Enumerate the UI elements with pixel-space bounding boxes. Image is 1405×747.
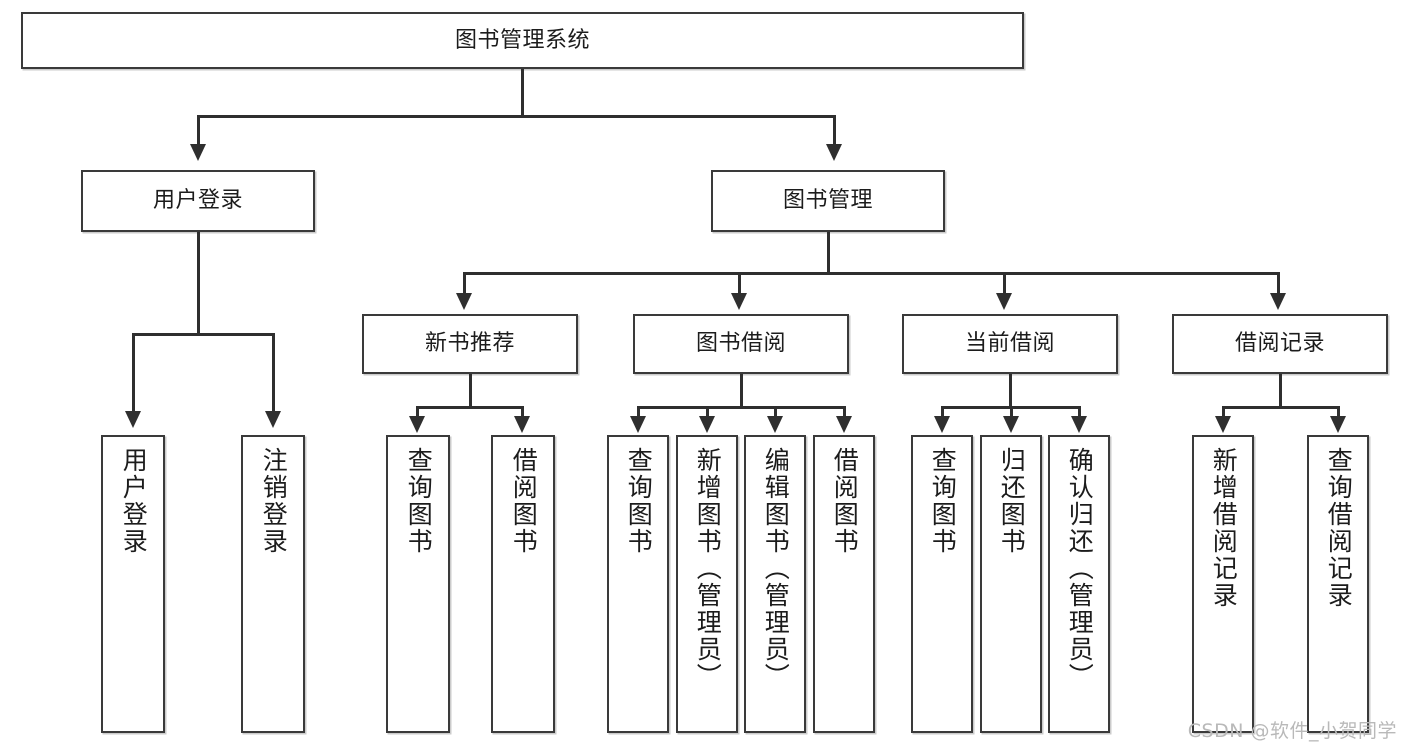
node-book-borrow[interactable]: 图书借阅 — [633, 314, 849, 374]
leaf-current-borrow-query[interactable]: 查询图书 — [911, 435, 973, 733]
connector-book-mgmt-to-new-book — [463, 272, 466, 295]
leaf-new-book-borrow[interactable]: 借阅图书 — [491, 435, 555, 733]
arrow-book-mgmt-to-new-book — [456, 293, 472, 310]
leaf-label: 借阅图书 — [509, 447, 539, 555]
leaf-label: 查询图书 — [928, 447, 958, 555]
connector-new-book-trunk — [469, 374, 472, 408]
arrow-root-to-user-login — [190, 144, 206, 161]
node-new-book-recommend-label: 新书推荐 — [424, 331, 515, 357]
connector-book-mgmt-to-current-borrow — [1003, 272, 1006, 295]
connector-user-login-bus — [132, 333, 274, 336]
leaf-label: 借阅图书 — [830, 447, 860, 555]
leaf-label: 用户登录 — [119, 447, 149, 555]
connector-root-bus — [197, 115, 836, 118]
leaf-label: 确认归还（管理员） — [1065, 447, 1095, 690]
leaf-label: 注销登录 — [259, 447, 289, 555]
node-current-borrow[interactable]: 当前借阅 — [902, 314, 1118, 374]
node-borrow-record-label: 借阅记录 — [1234, 331, 1325, 357]
connector-book-mgmt-trunk — [827, 232, 830, 274]
connector-current-borrow-to-leaf-2 — [1078, 406, 1081, 418]
connector-book-mgmt-bus — [463, 272, 1279, 275]
node-borrow-record[interactable]: 借阅记录 — [1172, 314, 1388, 374]
arrow-book-mgmt-to-book-borrow — [731, 293, 747, 310]
node-book-management-label: 图书管理 — [782, 188, 873, 214]
node-book-borrow-label: 图书借阅 — [695, 331, 786, 357]
arrow-current-borrow-to-leaf-1 — [1003, 416, 1019, 433]
connector-new-book-to-leaf-1 — [521, 406, 524, 418]
node-new-book-recommend[interactable]: 新书推荐 — [362, 314, 578, 374]
connector-book-borrow-bus — [637, 406, 845, 409]
arrow-book-borrow-to-leaf-0 — [630, 416, 646, 433]
node-user-login[interactable]: 用户登录 — [81, 170, 315, 232]
connector-book-mgmt-to-book-borrow — [738, 272, 741, 295]
connector-book-borrow-to-leaf-2 — [774, 406, 777, 418]
connector-book-borrow-trunk — [740, 374, 743, 408]
leaf-current-borrow-return[interactable]: 归还图书 — [980, 435, 1042, 733]
connector-user-login-trunk — [197, 232, 200, 335]
arrow-book-mgmt-to-borrow-record — [1270, 293, 1286, 310]
connector-current-borrow-trunk — [1009, 374, 1012, 408]
arrow-user-login-to-leaf-1 — [265, 411, 281, 428]
connector-root-trunk — [521, 69, 524, 116]
leaf-new-book-query[interactable]: 查询图书 — [386, 435, 450, 733]
leaf-label: 编辑图书（管理员） — [761, 447, 791, 690]
leaf-label: 新增图书（管理员） — [693, 447, 723, 690]
connector-new-book-bus — [416, 406, 523, 409]
leaf-label: 归还图书 — [997, 447, 1027, 555]
connector-borrow-record-bus — [1222, 406, 1339, 409]
arrow-current-borrow-to-leaf-0 — [934, 416, 950, 433]
connector-book-borrow-to-leaf-0 — [637, 406, 640, 418]
connector-root-to-book-mgmt — [833, 115, 836, 146]
leaf-user-login-logout[interactable]: 注销登录 — [241, 435, 305, 733]
node-book-management[interactable]: 图书管理 — [711, 170, 945, 232]
node-current-borrow-label: 当前借阅 — [964, 331, 1055, 357]
arrow-current-borrow-to-leaf-2 — [1071, 416, 1087, 433]
connector-borrow-record-to-leaf-1 — [1337, 406, 1340, 418]
node-user-login-label: 用户登录 — [152, 188, 243, 214]
connector-current-borrow-to-leaf-0 — [941, 406, 944, 418]
leaf-book-borrow-add[interactable]: 新增图书（管理员） — [676, 435, 738, 733]
arrow-book-mgmt-to-current-borrow — [996, 293, 1012, 310]
leaf-book-borrow-borrow[interactable]: 借阅图书 — [813, 435, 875, 733]
connector-book-borrow-to-leaf-1 — [706, 406, 709, 418]
arrow-root-to-book-mgmt — [826, 144, 842, 161]
arrow-book-borrow-to-leaf-1 — [699, 416, 715, 433]
arrow-new-book-to-leaf-0 — [409, 416, 425, 433]
connector-book-borrow-to-leaf-3 — [843, 406, 846, 418]
arrow-borrow-record-to-leaf-1 — [1330, 416, 1346, 433]
arrow-borrow-record-to-leaf-0 — [1215, 416, 1231, 433]
connector-current-borrow-to-leaf-1 — [1010, 406, 1013, 418]
leaf-user-login-login[interactable]: 用户登录 — [101, 435, 165, 733]
arrow-user-login-to-leaf-0 — [125, 411, 141, 428]
connector-book-mgmt-to-borrow-record — [1277, 272, 1280, 295]
node-root[interactable]: 图书管理系统 — [21, 12, 1024, 69]
leaf-borrow-record-query[interactable]: 查询借阅记录 — [1307, 435, 1369, 733]
connector-root-to-user-login — [197, 115, 200, 146]
arrow-book-borrow-to-leaf-2 — [767, 416, 783, 433]
connector-user-login-to-leaf-0 — [132, 333, 135, 413]
leaf-label: 查询图书 — [624, 447, 654, 555]
leaf-label: 查询图书 — [404, 447, 434, 555]
leaf-label: 新增借阅记录 — [1209, 447, 1239, 609]
leaf-book-borrow-edit[interactable]: 编辑图书（管理员） — [744, 435, 806, 733]
connector-borrow-record-to-leaf-0 — [1222, 406, 1225, 418]
connector-new-book-to-leaf-0 — [416, 406, 419, 418]
leaf-label: 查询借阅记录 — [1324, 447, 1354, 609]
leaf-current-borrow-confirm[interactable]: 确认归还（管理员） — [1048, 435, 1110, 733]
arrow-new-book-to-leaf-1 — [514, 416, 530, 433]
leaf-borrow-record-add[interactable]: 新增借阅记录 — [1192, 435, 1254, 733]
csdn-watermark: CSDN @软件_小贺同学 — [1187, 720, 1397, 742]
leaf-book-borrow-query[interactable]: 查询图书 — [607, 435, 669, 733]
node-root-label: 图书管理系统 — [454, 27, 590, 53]
arrow-book-borrow-to-leaf-3 — [836, 416, 852, 433]
connector-borrow-record-trunk — [1279, 374, 1282, 408]
connector-user-login-to-leaf-1 — [272, 333, 275, 413]
